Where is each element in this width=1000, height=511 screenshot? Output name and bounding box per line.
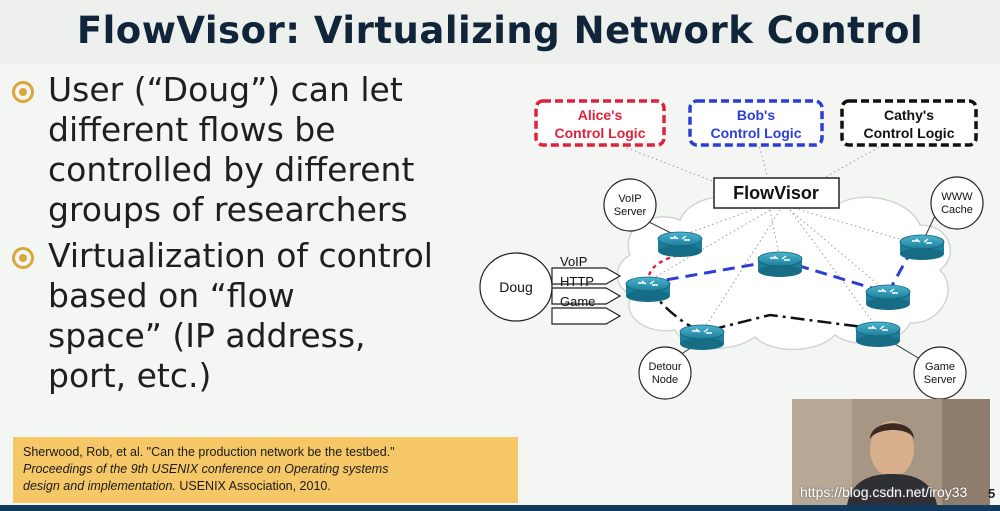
flowvisor-diagram: Alice's Control Logic Bob's Control Logi…	[479, 99, 984, 400]
controller-bob: Bob's Control Logic	[688, 99, 824, 147]
bob-flow-path	[647, 252, 912, 295]
slide-title: FlowVisor: Virtualizing Network Control	[0, 0, 1000, 64]
svg-text:Game: Game	[925, 361, 955, 373]
citation-box: Sherwood, Rob, et al. "Can the productio…	[13, 437, 518, 503]
router-icon	[855, 321, 901, 348]
controller-cathy: Cathy's Control Logic	[840, 99, 978, 147]
bullet-list: User (“Doug”) can let different flows be…	[12, 70, 482, 402]
flow-label-game: Game	[560, 294, 595, 309]
bullet-circle-icon	[12, 247, 34, 269]
detour-node: Detour Node	[638, 346, 692, 400]
bullet-text: User (“Doug”) can let different flows be…	[48, 70, 415, 229]
svg-text:Node: Node	[652, 374, 678, 386]
flowvisor-label: FlowVisor	[733, 183, 819, 203]
svg-text:Server: Server	[924, 374, 957, 386]
game-server-node: Game Server	[913, 346, 967, 400]
router-icon	[625, 276, 671, 303]
flow-label-http: HTTP	[560, 274, 594, 289]
watermark: https://blog.csdn.net/iroy33	[800, 484, 968, 500]
citation-line: design and implementation. USENIX Associ…	[23, 479, 331, 493]
doug-label: Doug	[499, 279, 532, 295]
bullet-item: Virtualization of control based on “flow…	[12, 236, 482, 396]
svg-text:Server: Server	[614, 206, 647, 218]
flowvisor-box: FlowVisor	[713, 177, 840, 209]
controller-bob-name: Bob's	[737, 107, 776, 123]
page-number: 5	[988, 486, 996, 501]
router-icon	[757, 251, 803, 278]
controller-cathy-name: Cathy's	[884, 107, 934, 123]
svg-text:VoIP: VoIP	[618, 193, 641, 205]
bullet-item: User (“Doug”) can let different flows be…	[12, 70, 482, 230]
router-icon	[657, 231, 703, 258]
bullet-text: Virtualization of control based on “flow…	[48, 236, 433, 395]
router-icon	[899, 234, 945, 261]
www-cache-node: WWW Cache	[930, 176, 984, 230]
svg-text:Cache: Cache	[941, 204, 973, 216]
flow-arrows	[551, 267, 622, 325]
controller-bob-label: Control Logic	[711, 125, 802, 141]
router-icon	[679, 324, 725, 351]
controller-cathy-label: Control Logic	[864, 125, 955, 141]
svg-text:Detour: Detour	[648, 361, 681, 373]
svg-text:WWW: WWW	[941, 191, 973, 203]
bullet-circle-icon	[12, 81, 34, 103]
doug-user-node: Doug	[479, 252, 553, 322]
citation-line: Proceedings of the 9th USENIX conference…	[23, 462, 389, 476]
flow-label-voip: VoIP	[560, 254, 587, 269]
controller-alice: Alice's Control Logic	[534, 99, 666, 147]
citation-line: Sherwood, Rob, et al. "Can the productio…	[23, 445, 395, 459]
presenter-webcam	[792, 399, 990, 505]
control-lines	[579, 129, 921, 333]
voip-server-node: VoIP Server	[603, 178, 657, 232]
controller-alice-name: Alice's	[578, 107, 623, 123]
bottom-bar	[0, 505, 1000, 511]
controller-alice-label: Control Logic	[555, 125, 646, 141]
router-icon	[865, 284, 911, 311]
